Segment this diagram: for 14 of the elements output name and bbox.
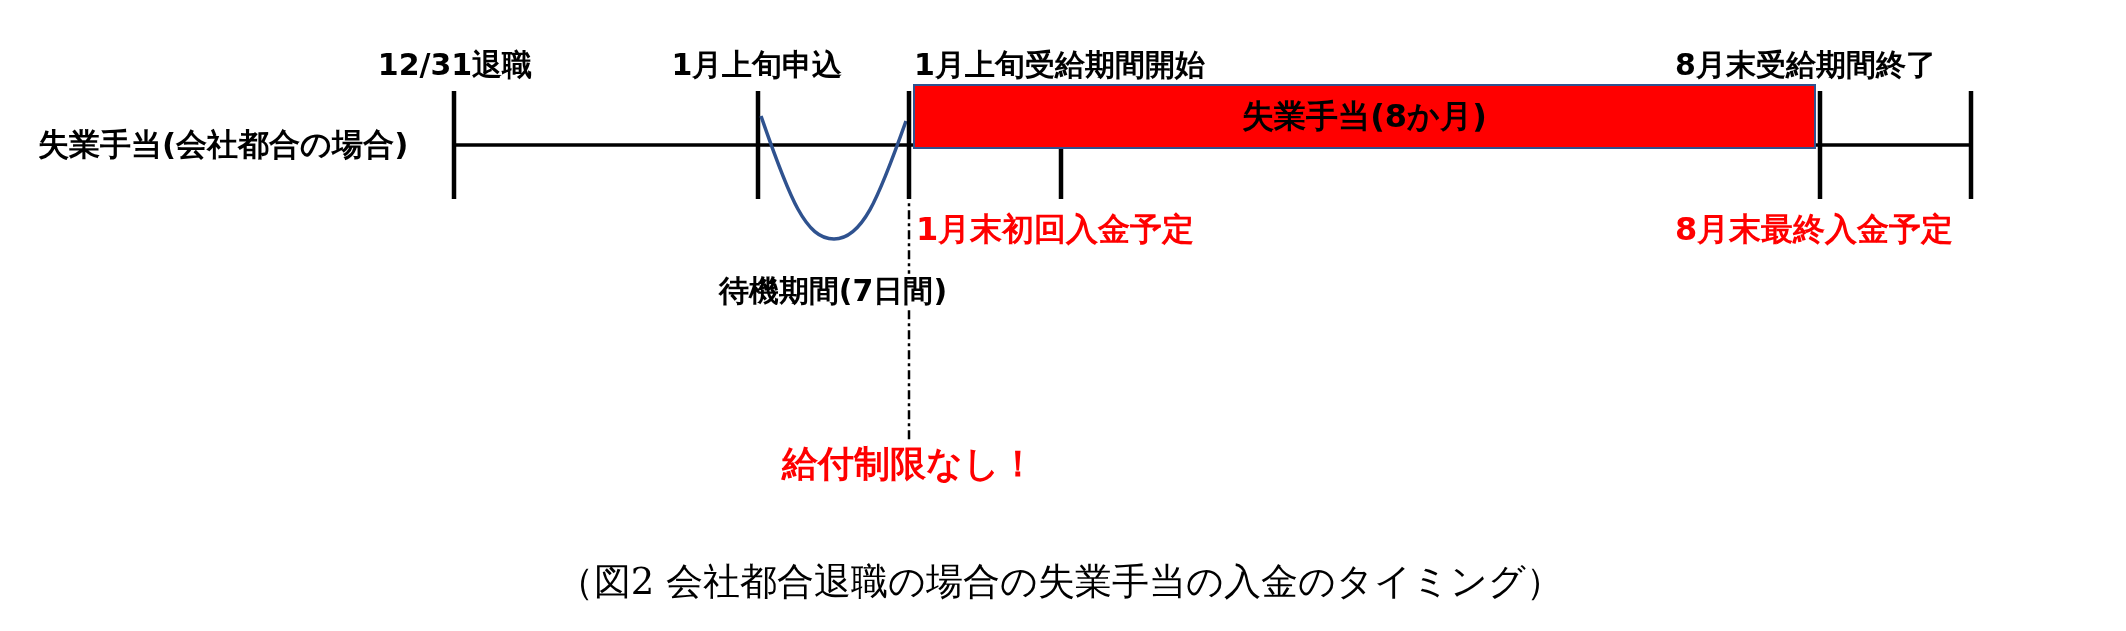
figure-caption: （図2 会社都合退職の場合の失業手当の入金のタイミング） bbox=[556, 560, 1564, 604]
row-label: 失業手当(会社都合の場合) bbox=[38, 127, 409, 163]
milestone-label: 12/31退職 bbox=[377, 47, 533, 83]
milestone-label: 1月上旬申込 bbox=[671, 47, 843, 83]
tick-mark bbox=[906, 91, 912, 199]
payment-label: 1月末初回入金予定 bbox=[916, 210, 1195, 248]
milestone-label: 8月末受給期間終了 bbox=[1675, 47, 1936, 83]
period-bar bbox=[913, 84, 1816, 149]
leader-line bbox=[907, 202, 911, 440]
period-label: 待機期間(7日間) bbox=[718, 273, 948, 309]
bar-label: 失業手当(8か月) bbox=[1242, 98, 1487, 135]
note-text: 給付制限なし！ bbox=[782, 443, 1036, 485]
payment-label: 8月末最終入金予定 bbox=[1675, 210, 1954, 248]
milestone-label: 1月上旬受給期間開始 bbox=[914, 47, 1205, 83]
